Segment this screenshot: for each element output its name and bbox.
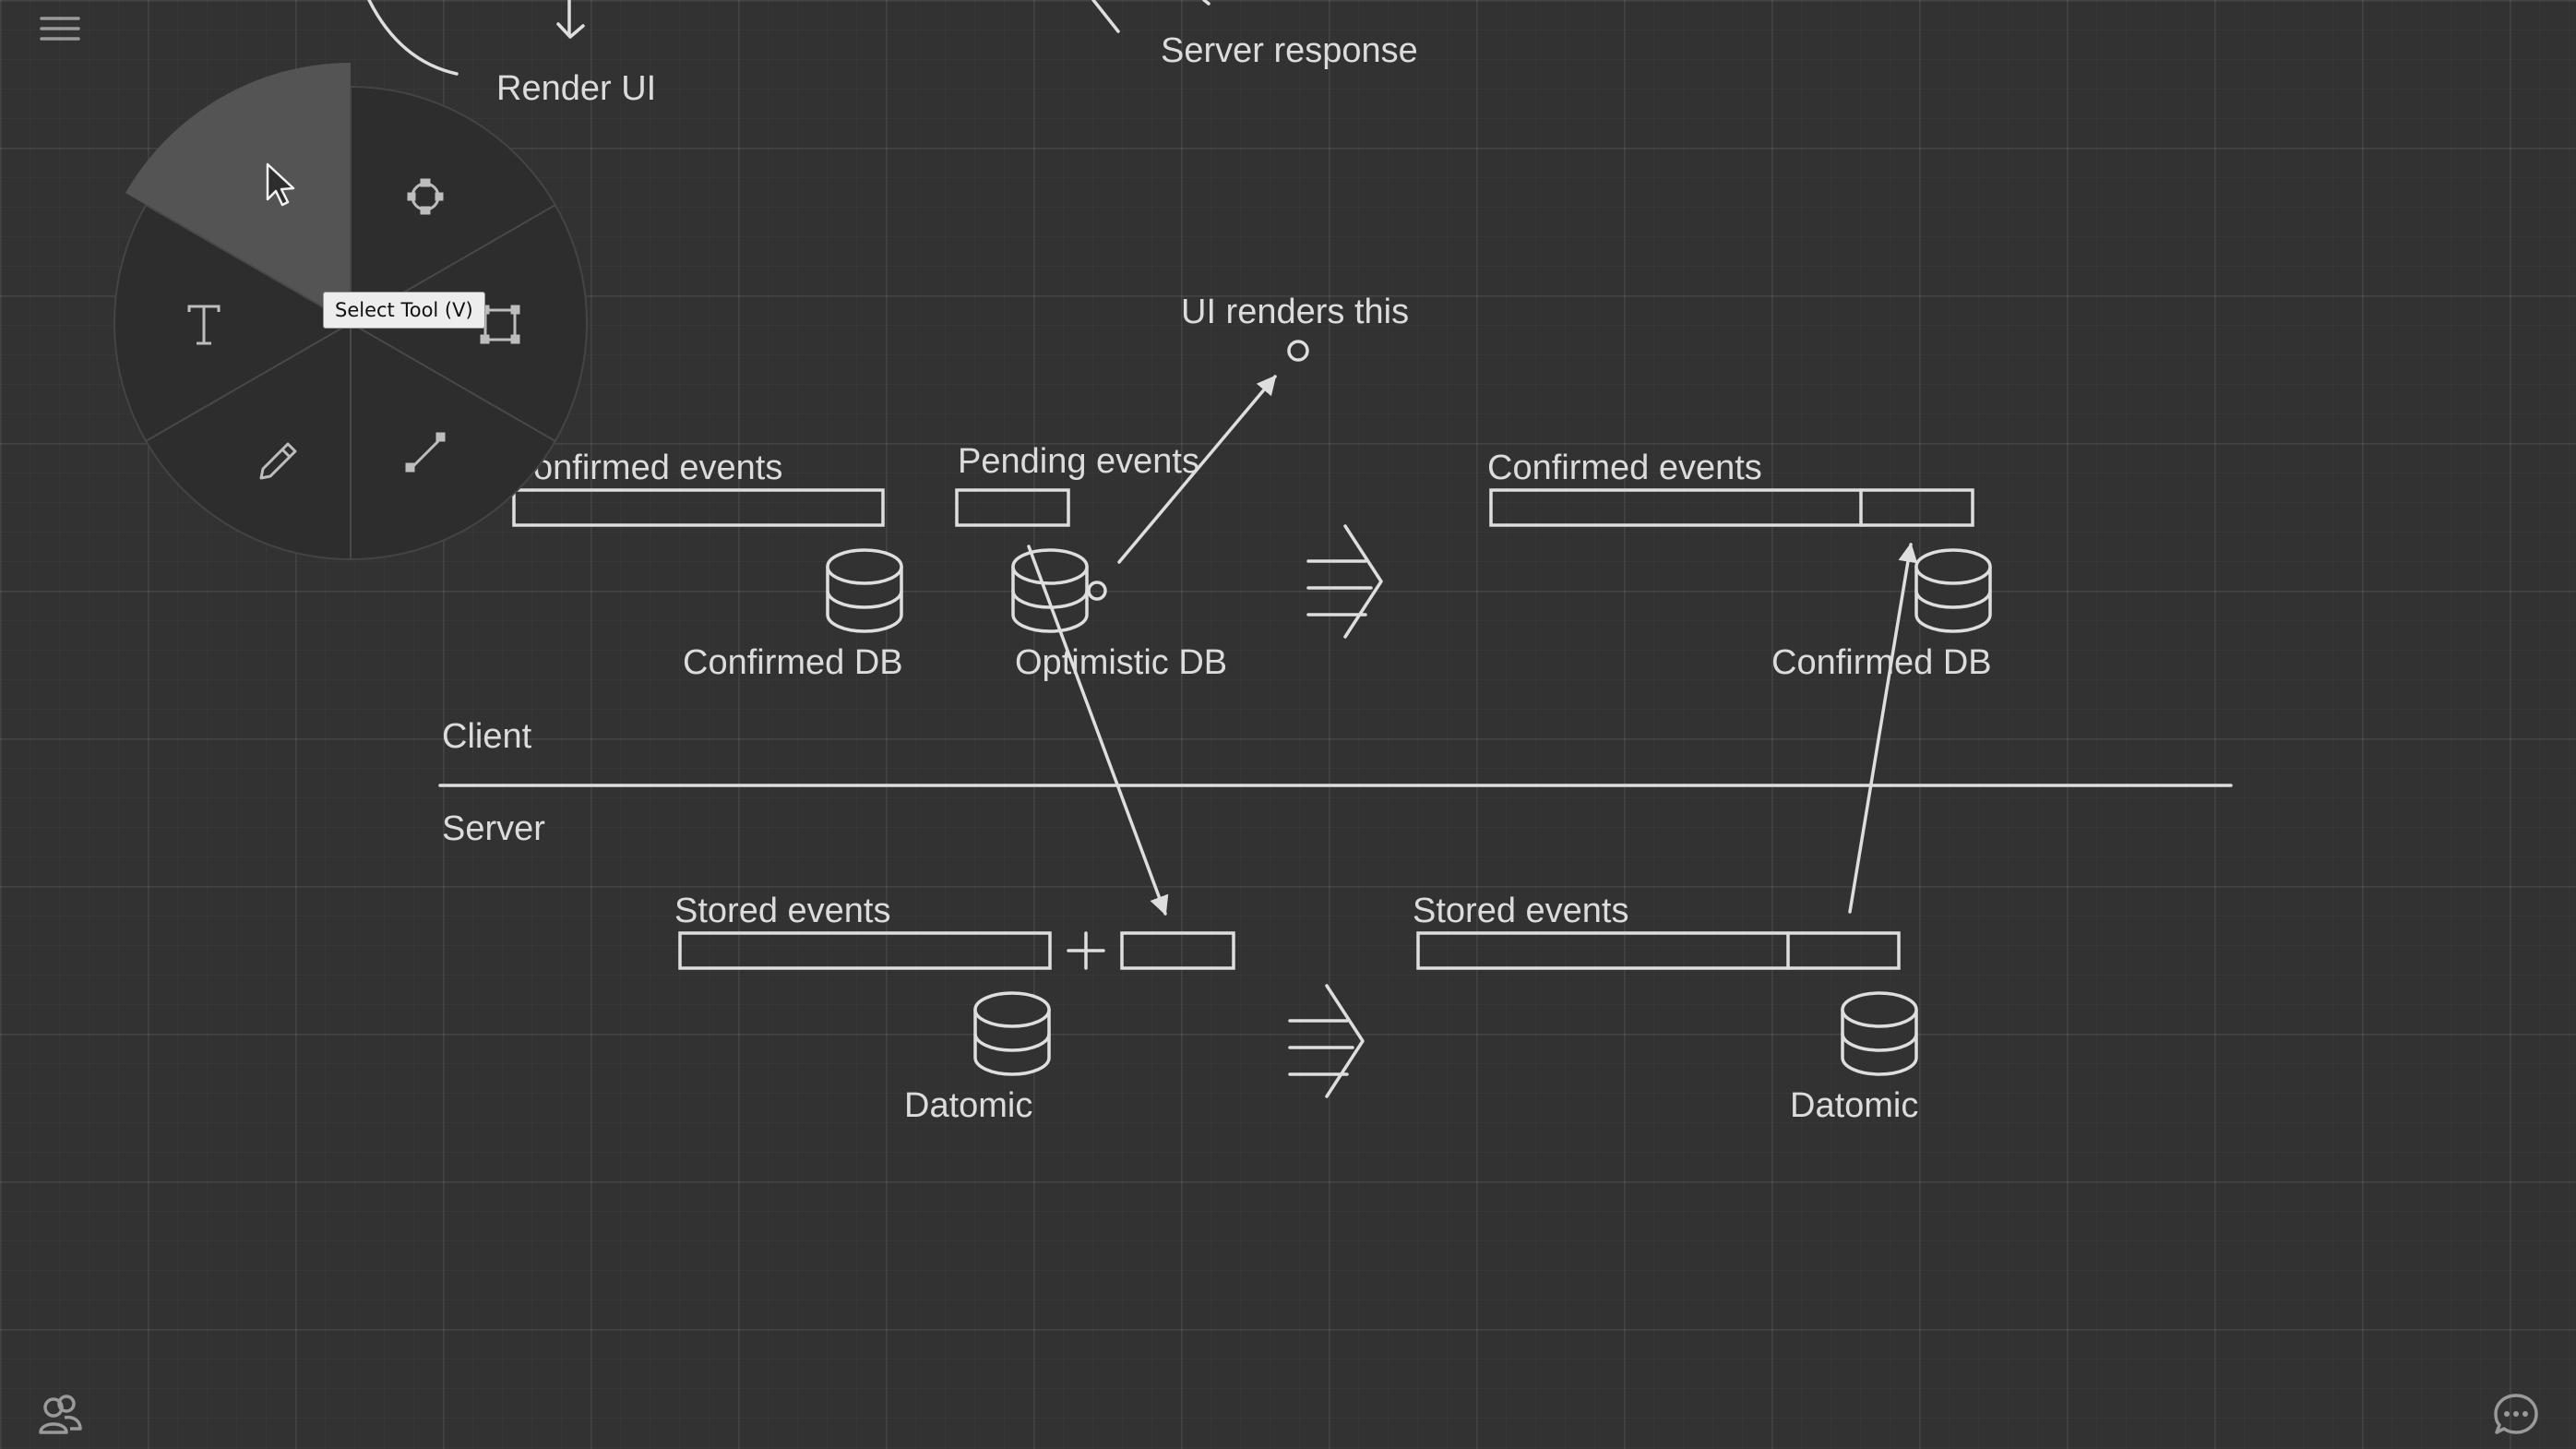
chat-bubble-icon bbox=[2494, 1394, 2538, 1434]
optimistic-db-cylinder[interactable] bbox=[1011, 548, 1089, 633]
implies-arrow-server[interactable] bbox=[1288, 984, 1365, 1098]
select-tool-tooltip: Select Tool (V) bbox=[323, 292, 485, 329]
implies-arrow-client[interactable] bbox=[1306, 524, 1383, 639]
render-ui-arrow[interactable] bbox=[556, 0, 585, 39]
confirmed-db-label[interactable]: Confirmed DB bbox=[683, 643, 903, 682]
cursor-icon[interactable] bbox=[266, 162, 295, 207]
arrow-pending-to-server[interactable] bbox=[1027, 545, 1169, 916]
optimistic-db-label[interactable]: Optimistic DB bbox=[1015, 643, 1227, 682]
pending-events-label[interactable]: Pending events bbox=[958, 442, 1199, 481]
stored-events-label[interactable]: Stored events bbox=[674, 892, 890, 930]
move-tool-icon[interactable] bbox=[407, 178, 444, 215]
ui-renders-this-label[interactable]: UI renders this bbox=[1181, 293, 1409, 331]
users-icon bbox=[39, 1395, 82, 1434]
client-label[interactable]: Client bbox=[442, 717, 532, 756]
render-ui-curve[interactable] bbox=[367, 0, 459, 76]
client-confirmed-events-label[interactable]: onfirmed events bbox=[533, 449, 782, 487]
datomic-after-label[interactable]: Datomic bbox=[1790, 1086, 1918, 1125]
stored-events-bar[interactable] bbox=[678, 931, 1052, 970]
plus-sign[interactable] bbox=[1067, 931, 1105, 970]
main-menu-button[interactable] bbox=[28, 6, 92, 52]
server-response-label[interactable]: Server response bbox=[1161, 31, 1418, 70]
hamburger-menu-icon bbox=[40, 17, 80, 41]
select-tool-segment[interactable] bbox=[125, 63, 351, 323]
confirmed-events-after-bar[interactable] bbox=[1489, 488, 1974, 527]
pending-events-bar[interactable] bbox=[955, 488, 1070, 527]
confirmed-events-after-label[interactable]: Confirmed events bbox=[1487, 449, 1762, 487]
confirmed-db-after-cylinder[interactable] bbox=[1914, 548, 1992, 633]
optimistic-db-connector[interactable] bbox=[1087, 581, 1107, 601]
collaborators-button[interactable] bbox=[28, 1384, 92, 1445]
chat-button[interactable] bbox=[2482, 1384, 2550, 1445]
ui-renders-anchor[interactable] bbox=[1287, 340, 1309, 362]
arrow-server-to-client[interactable] bbox=[1848, 542, 1918, 914]
confirmed-db-cylinder[interactable] bbox=[826, 548, 903, 633]
datomic-label[interactable]: Datomic bbox=[904, 1086, 1032, 1125]
datomic-after-cylinder[interactable] bbox=[1841, 991, 1918, 1076]
rectangle-tool-icon[interactable] bbox=[480, 305, 520, 344]
arrow-optimistic-to-ui[interactable] bbox=[1117, 375, 1277, 564]
render-ui-label[interactable]: Render UI bbox=[496, 69, 656, 108]
new-event-bar[interactable] bbox=[1120, 931, 1235, 970]
line-tool-icon[interactable] bbox=[405, 432, 446, 473]
client-confirmed-events-bar[interactable] bbox=[512, 488, 885, 527]
server-response-curve[interactable] bbox=[1091, 0, 1120, 33]
pencil-tool-icon[interactable] bbox=[259, 442, 297, 480]
text-tool-icon[interactable] bbox=[187, 305, 221, 345]
stored-events-after-bar[interactable] bbox=[1416, 931, 1901, 970]
stored-events-after-label[interactable]: Stored events bbox=[1413, 892, 1628, 930]
server-response-tick[interactable] bbox=[1202, 0, 1210, 6]
confirmed-db-after-label[interactable]: Confirmed DB bbox=[1771, 643, 1992, 682]
server-label[interactable]: Server bbox=[442, 809, 545, 848]
datomic-cylinder[interactable] bbox=[973, 991, 1051, 1076]
